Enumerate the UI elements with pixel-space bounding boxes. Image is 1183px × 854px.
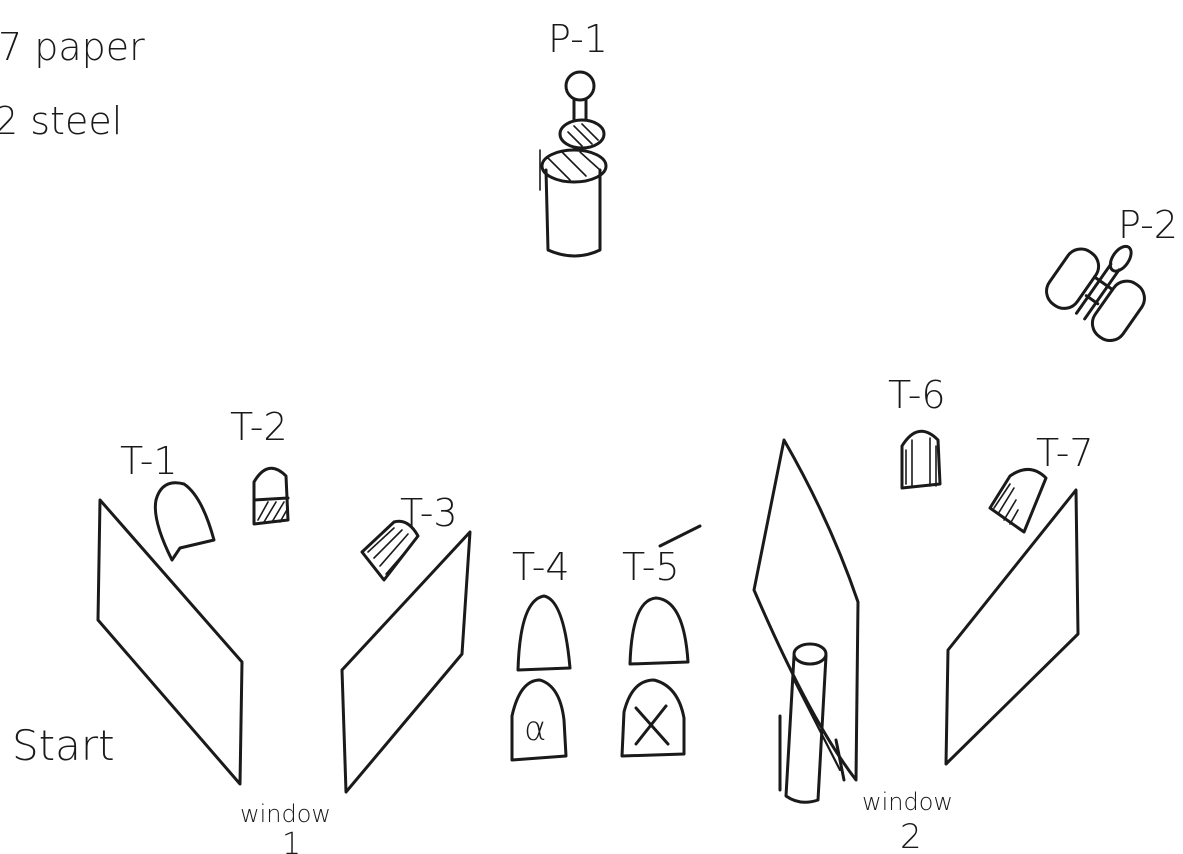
p2-steel-target bbox=[1045, 244, 1146, 343]
label-start: Start bbox=[12, 721, 115, 770]
label-window1-word: window bbox=[240, 800, 331, 828]
t2-paper-target bbox=[252, 466, 290, 526]
window1-left-panel bbox=[96, 498, 244, 786]
label-p2: P-2 bbox=[1118, 203, 1178, 247]
legend-steel-text: 2 steel bbox=[0, 99, 122, 143]
t5-steel-target-x bbox=[620, 678, 686, 758]
t4-alpha-mark: α bbox=[524, 709, 546, 749]
t7-paper-target bbox=[988, 468, 1048, 534]
legend: 7 paper 2 steel bbox=[0, 25, 145, 143]
t4-steel-target-alpha: α bbox=[510, 678, 568, 762]
label-p1: P-1 bbox=[548, 17, 608, 61]
t3-paper-target bbox=[360, 519, 420, 582]
window1-right-panel bbox=[340, 530, 472, 794]
label-window2-word: window bbox=[862, 788, 953, 816]
t1-paper-target bbox=[153, 481, 216, 562]
label-t7: T-7 bbox=[1036, 431, 1094, 475]
window2-left-panel bbox=[752, 438, 860, 782]
t6-paper-target bbox=[900, 429, 942, 490]
label-t1: T-1 bbox=[120, 439, 178, 483]
legend-paper-text: 7 paper bbox=[0, 25, 145, 69]
window2-right-panel bbox=[944, 488, 1080, 766]
label-t6: T-6 bbox=[888, 373, 946, 417]
window2-post bbox=[778, 642, 846, 804]
label-t2: T-2 bbox=[230, 405, 288, 449]
label-t4: T-4 bbox=[512, 545, 570, 589]
t5-paper-target bbox=[628, 596, 690, 666]
label-window1-number: 1 bbox=[282, 827, 301, 854]
t4-paper-target bbox=[516, 594, 572, 672]
label-t3: T-3 bbox=[400, 491, 458, 535]
label-t5: T-5 bbox=[622, 545, 680, 589]
p1-steel-target bbox=[539, 70, 608, 258]
label-window2-number: 2 bbox=[900, 817, 922, 854]
t5-strike-line bbox=[658, 524, 702, 548]
